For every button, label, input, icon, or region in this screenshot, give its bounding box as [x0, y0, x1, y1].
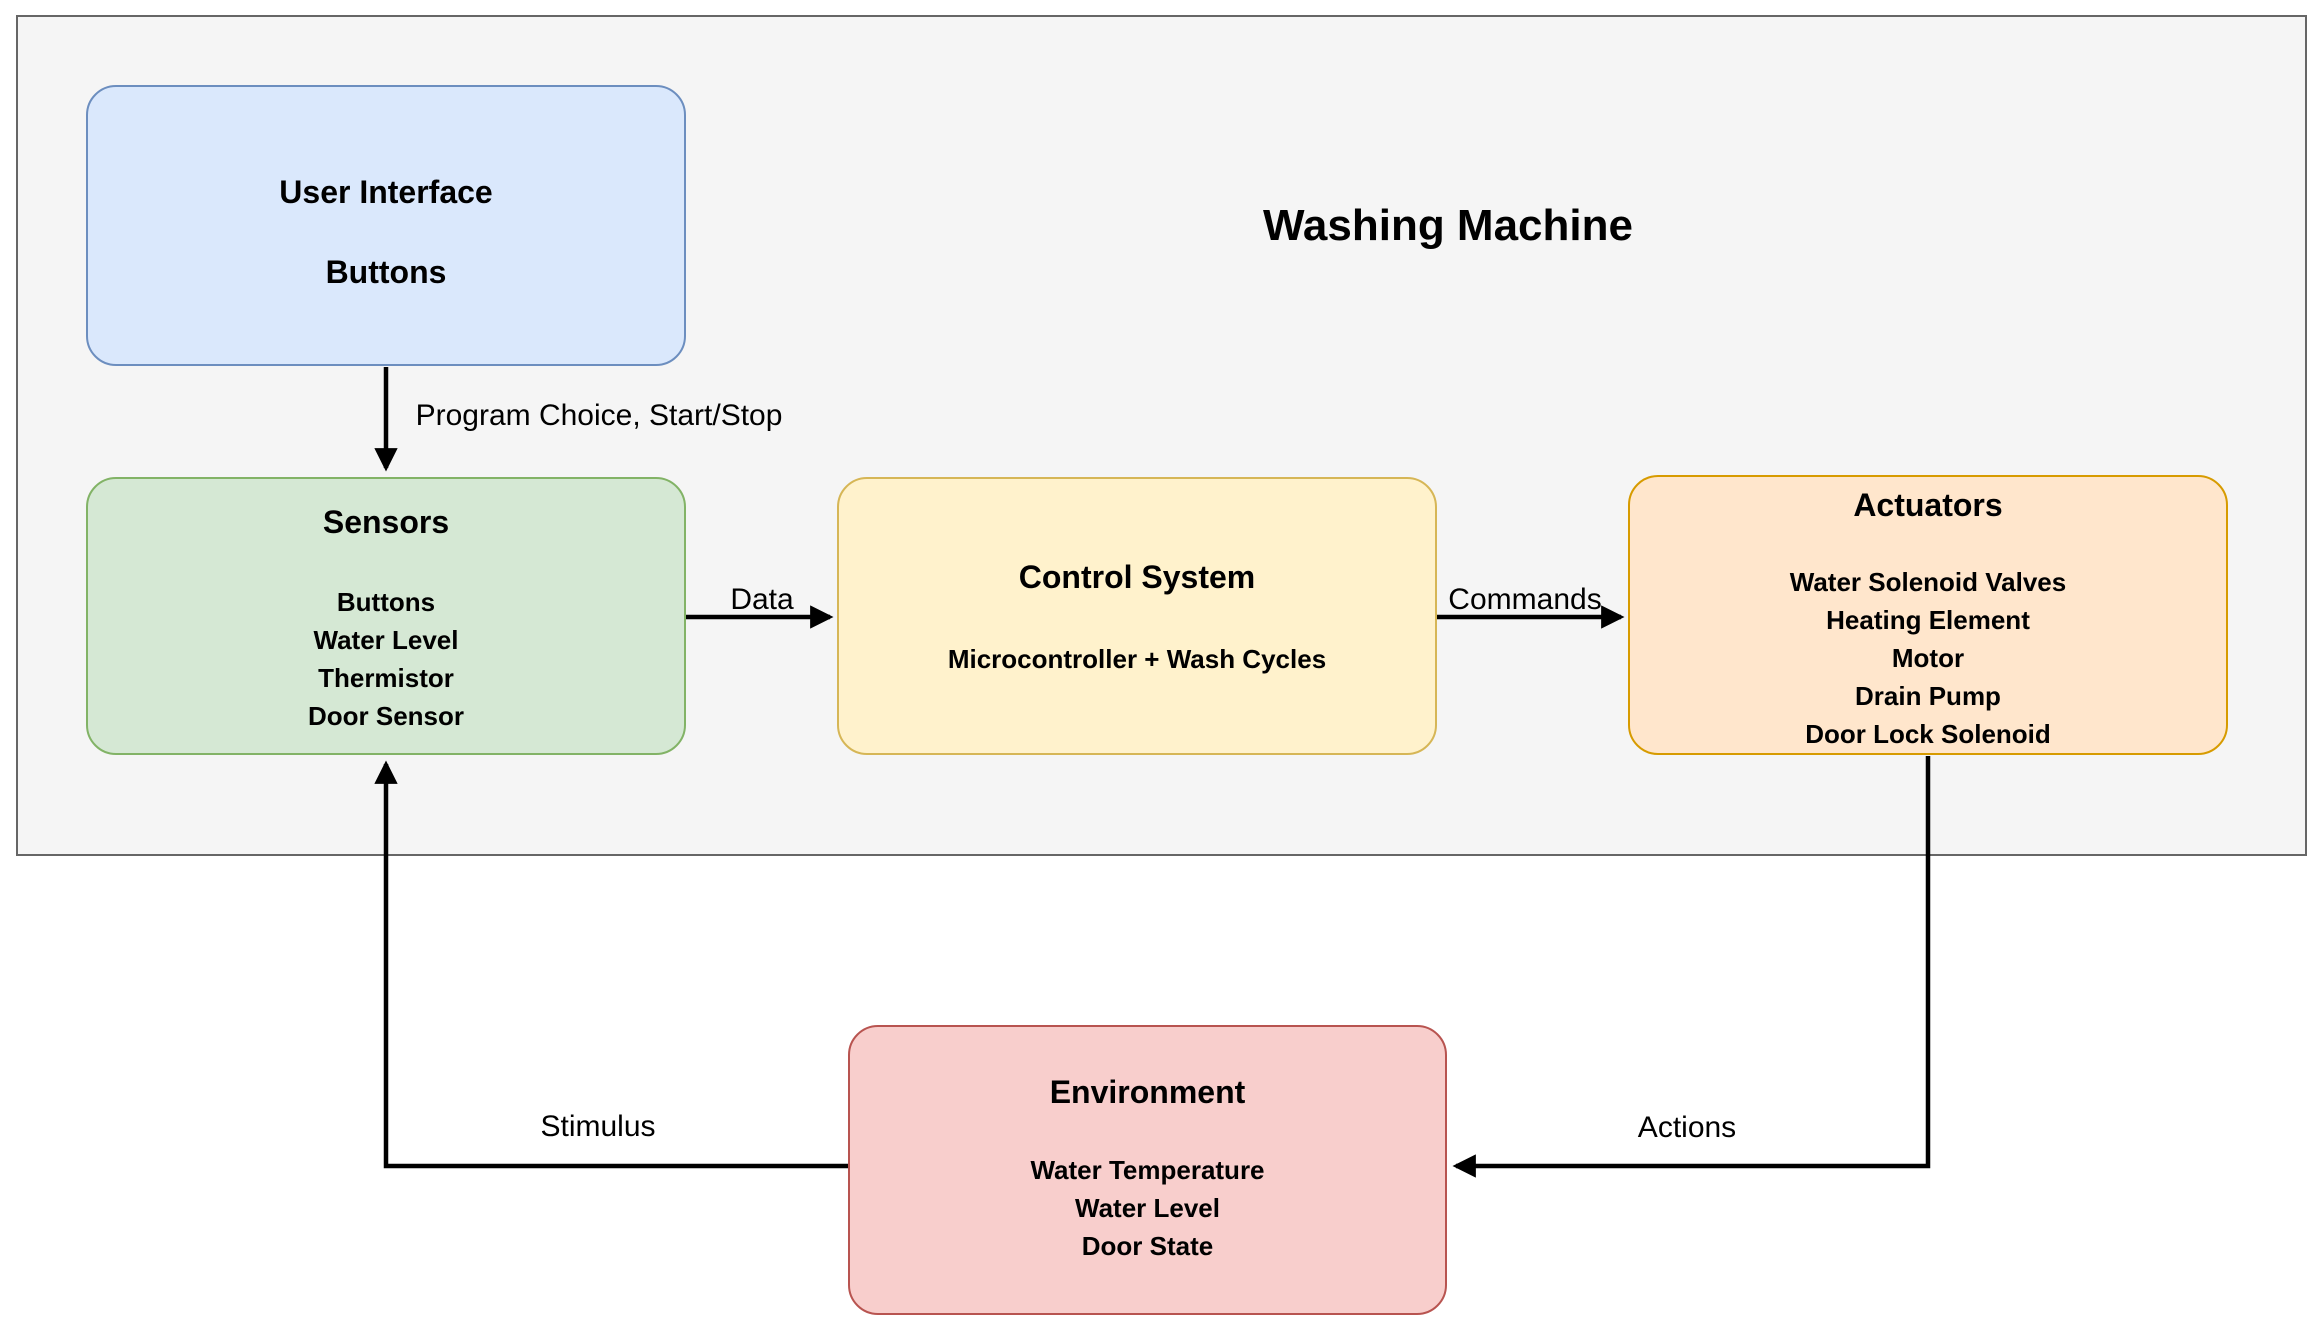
list-item: Door State	[1081, 1231, 1214, 1261]
edge-label-stimulus: Stimulus	[540, 1110, 656, 1143]
node-actuators-items: Water Solenoid Valves Heating Element Mo…	[1790, 563, 2066, 753]
node-control-system-title: Control System	[1018, 559, 1256, 595]
edge-label-commands: Commands	[1448, 583, 1602, 616]
list-item: Water Level	[1075, 1193, 1220, 1223]
list-item: Drain Pump	[1855, 681, 2001, 711]
list-item: Buttons	[336, 587, 436, 617]
list-item: Door Lock Solenoid	[1805, 719, 2051, 749]
node-environment: Environment Water Temperature Water Leve…	[848, 1025, 1447, 1315]
node-user-interface-items: Buttons	[326, 250, 447, 294]
node-environment-title: Environment	[1049, 1074, 1246, 1110]
list-item: Thermistor	[318, 663, 454, 693]
node-actuators-title: Actuators	[1853, 487, 2003, 523]
list-item: Door Sensor	[307, 701, 465, 731]
list-item: Water Solenoid Valves	[1789, 567, 2067, 597]
node-sensors: Sensors Buttons Water Level Thermistor D…	[86, 477, 686, 755]
list-item: Heating Element	[1826, 605, 2030, 635]
node-sensors-items: Buttons Water Level Thermistor Door Sens…	[308, 583, 464, 735]
node-sensors-title: Sensors	[322, 504, 450, 540]
list-item: Buttons	[325, 254, 447, 290]
edge-label-data: Data	[730, 583, 794, 616]
list-item: Water Level	[313, 625, 459, 655]
edge-label-actions: Actions	[1637, 1111, 1737, 1144]
node-actuators: Actuators Water Solenoid Valves Heating …	[1628, 475, 2228, 755]
node-control-system: Control System Microcontroller + Wash Cy…	[837, 477, 1437, 755]
list-item: Water Temperature	[1030, 1155, 1265, 1185]
edge-label-program-choice: Program Choice, Start/Stop	[415, 399, 783, 432]
node-user-interface-title: User Interface	[279, 174, 493, 210]
node-environment-items: Water Temperature Water Level Door State	[1030, 1151, 1264, 1265]
list-item: Microcontroller + Wash Cycles	[947, 644, 1327, 674]
diagram-title: Washing Machine	[1263, 201, 1633, 250]
node-user-interface: User Interface Buttons	[86, 85, 686, 366]
list-item: Motor	[1891, 643, 1965, 673]
node-control-system-items: Microcontroller + Wash Cycles	[948, 640, 1326, 678]
